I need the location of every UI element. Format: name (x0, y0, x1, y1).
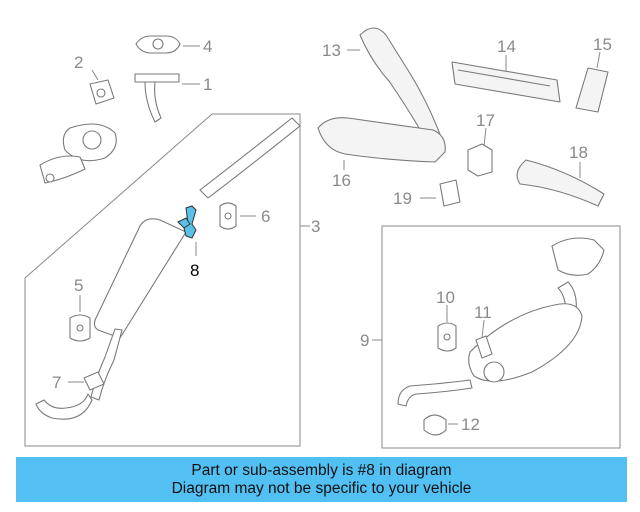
callout-13: 13 (322, 41, 341, 60)
callout-17: 17 (476, 111, 495, 130)
callout-10: 10 (436, 288, 455, 307)
info-banner: Part or sub-assembly is #8 in diagram Di… (16, 457, 627, 502)
callout-15: 15 (593, 35, 612, 54)
isolator-part-5 (69, 314, 91, 342)
muffler-tailpipe-part-9 (397, 237, 605, 407)
hanger-part-11 (475, 335, 493, 359)
hanger-part-19 (439, 179, 461, 207)
clamp-part-12 (423, 414, 447, 436)
callout-4: 4 (203, 37, 212, 56)
insulator-part-10 (437, 322, 457, 352)
callout-18: 18 (569, 143, 588, 162)
callout-16: 16 (332, 171, 351, 190)
clamp-part-7 (83, 371, 105, 391)
callout-3: 3 (311, 217, 320, 236)
assembly-3-box (24, 113, 301, 447)
callout-7: 7 (52, 373, 61, 392)
highlighted-part-8[interactable] (177, 205, 197, 239)
callout-14: 14 (497, 37, 516, 56)
callout-11: 11 (474, 303, 492, 322)
callout-12: 12 (461, 415, 480, 434)
callout-2: 2 (74, 53, 83, 72)
shield-part-18 (516, 159, 605, 207)
front-pipe-part-1 (39, 73, 180, 184)
muffler-assembly-part-3 (35, 117, 301, 420)
callout-1: 1 (203, 75, 212, 94)
callout-8: 8 (190, 261, 199, 280)
gasket-part-4 (135, 35, 181, 54)
callout-9: 9 (360, 331, 369, 350)
hanger-part-17 (467, 143, 493, 177)
heat-shield-part-14 (451, 61, 561, 103)
callout-19: 19 (393, 189, 412, 208)
heat-shield-part-16 (317, 117, 446, 163)
callout-6: 6 (261, 207, 270, 226)
assembly-9-box (381, 225, 621, 449)
callout-5: 5 (74, 276, 83, 295)
insulator-part-6 (219, 202, 237, 230)
bracket-part-15 (575, 67, 609, 113)
flange-gasket-part-2 (89, 79, 115, 105)
banner-line-2: Diagram may not be specific to your vehi… (171, 479, 472, 497)
banner-line-1: Part or sub-assembly is #8 in diagram (191, 461, 452, 479)
